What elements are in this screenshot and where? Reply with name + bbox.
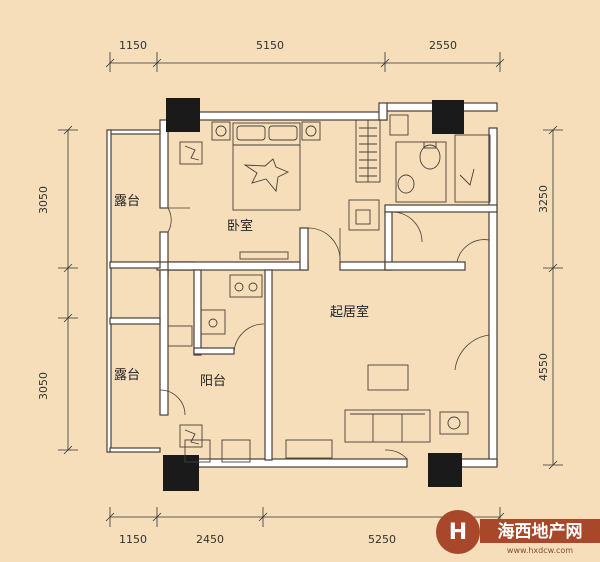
- washing-machine: [167, 325, 193, 347]
- dim-top-2: 5150: [256, 39, 284, 52]
- column-bottom-right: [428, 453, 462, 487]
- structural-columns: [163, 98, 464, 491]
- label-balcony: 阳台: [200, 374, 226, 389]
- label-terrace-upper: 露台: [114, 194, 140, 209]
- column-bottom-left: [163, 455, 199, 491]
- dim-right-2: 4550: [537, 353, 550, 381]
- dim-right-1: 3250: [537, 185, 550, 213]
- dim-top-3: 2550: [429, 39, 457, 52]
- double-bed: [232, 122, 301, 211]
- sofa: [344, 409, 431, 443]
- label-bedroom: 卧室: [227, 218, 253, 234]
- dining-set: [285, 439, 333, 459]
- label-living-room: 起居室: [330, 304, 369, 320]
- tv-unit: [367, 364, 409, 391]
- dim-bottom-1: 1150: [119, 533, 147, 546]
- tv-bench: [239, 251, 289, 260]
- watermark-letter: H: [449, 520, 467, 545]
- dim-left-1: 3050: [37, 186, 50, 214]
- desk: [348, 199, 380, 231]
- side-table: [439, 411, 469, 435]
- dim-bottom-2: 2450: [196, 533, 224, 546]
- furniture: [167, 114, 491, 463]
- sink: [397, 174, 415, 194]
- watermark-logo: H 海西地产网 www.hxdcw.com: [436, 510, 600, 555]
- dimension-lines: [58, 52, 563, 527]
- toilet: [419, 144, 441, 170]
- nightstand-left: [211, 121, 231, 141]
- shower: [454, 134, 491, 203]
- kitchen-sink: [200, 309, 226, 335]
- stove: [229, 274, 263, 298]
- label-terrace-lower: 露台: [114, 368, 140, 383]
- watermark-circle-icon: [436, 510, 480, 554]
- dim-bottom-3: 5250: [368, 533, 396, 546]
- dim-top-1: 1150: [119, 39, 147, 52]
- watermark-url: www.hxdcw.com: [507, 546, 573, 555]
- cabinet: [221, 439, 251, 463]
- doors: [159, 207, 490, 460]
- walls: [106, 102, 498, 468]
- dim-left-2: 3050: [37, 372, 50, 400]
- column-top-left: [166, 98, 200, 132]
- nightstand-right: [301, 121, 321, 141]
- column-top-right: [432, 100, 464, 134]
- watermark-name: 海西地产网: [498, 521, 583, 542]
- plant-pot-upper: [179, 141, 203, 165]
- plant-pot-lower: [179, 424, 203, 448]
